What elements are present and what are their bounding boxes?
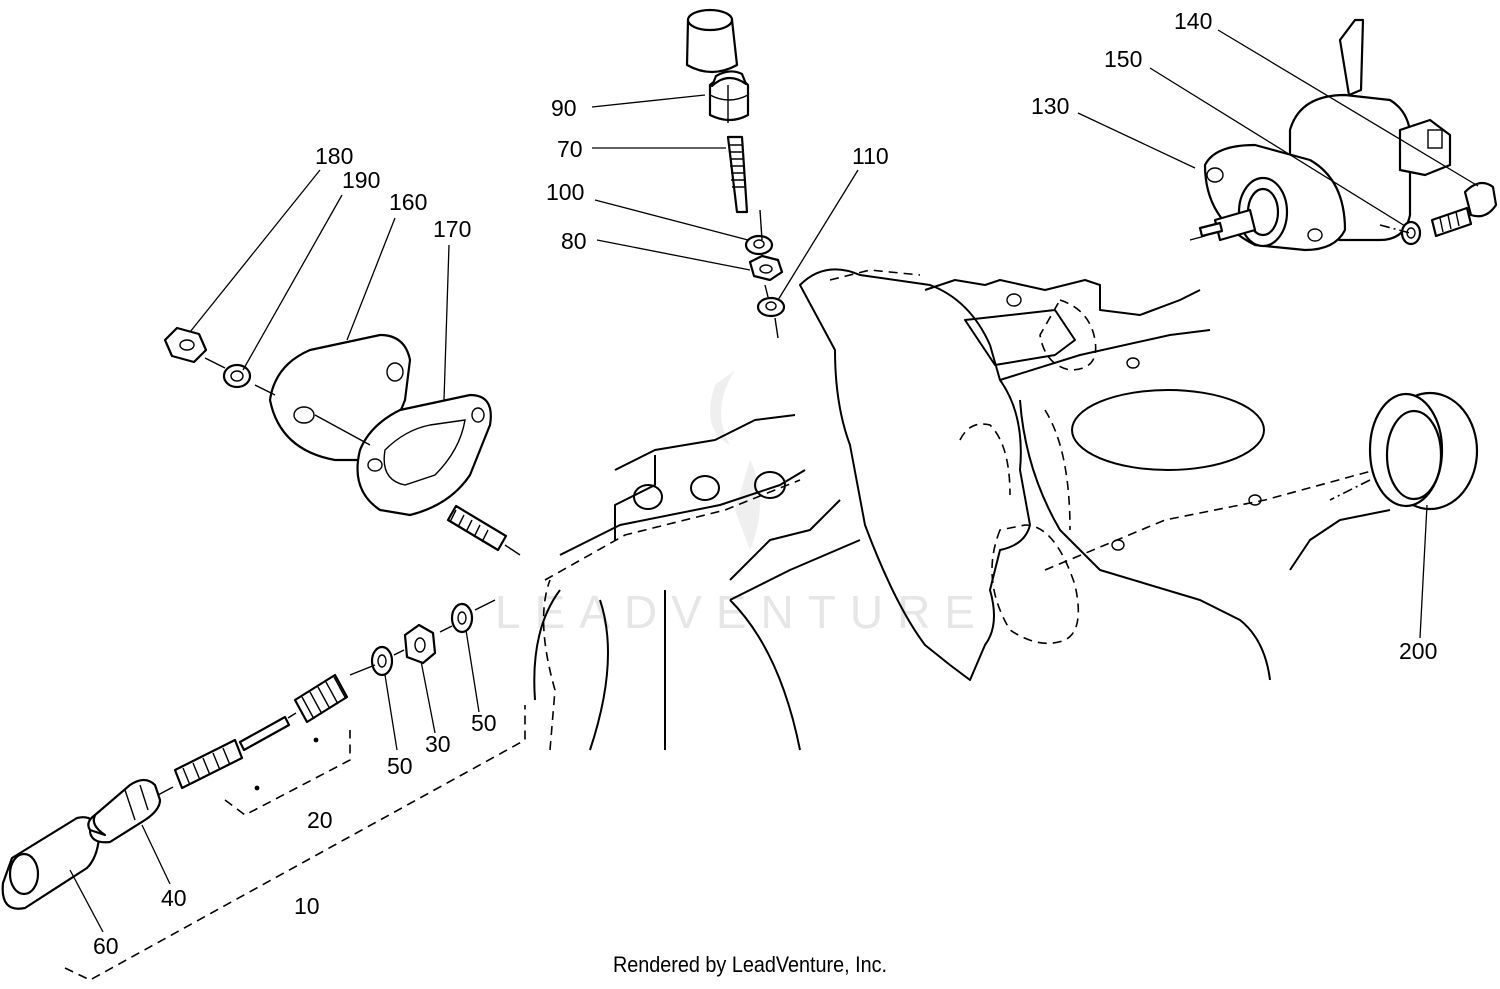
callout-30: 30 [425,731,451,757]
footer-credit: Rendered by LeadVenture, Inc. [612,952,888,977]
washer-190 [222,363,252,389]
callout-190: 190 [342,167,380,193]
callout-150: 150 [1104,46,1142,72]
callout-60: 60 [93,933,119,959]
callout-labels: 10 20 30 40 50 50 60 70 80 90 100 110 13… [93,8,1437,959]
bracket-20 [224,730,351,816]
callout-170: 170 [433,216,471,242]
bracket-10 [64,705,526,981]
callout-90: 90 [551,95,577,121]
callout-70: 70 [557,136,583,162]
callout-50-left: 50 [387,753,413,779]
callout-180: 180 [315,143,353,169]
callout-10: 10 [294,893,320,919]
callout-80: 80 [561,228,587,254]
callout-40: 40 [161,885,187,911]
callout-20: 20 [307,807,333,833]
callout-110: 110 [852,143,889,169]
washer-50a [370,645,394,677]
callout-100: 100 [546,179,584,205]
oil-seal-200 [1329,391,1479,511]
pipe-60-top [685,8,739,74]
nut-30 [403,623,437,665]
engine-housing [533,268,1391,751]
gasket-170 [356,393,492,517]
stud-70 [726,135,749,214]
washer-100 [744,234,774,256]
callout-130: 130 [1031,93,1069,119]
callout-140: 140 [1174,8,1212,34]
nut-40 [87,778,162,844]
bolt-140 [1430,181,1498,238]
callout-50-right: 50 [471,710,497,736]
nut-90 [708,70,750,123]
stud-bolt [446,504,521,556]
washer-110 [756,296,786,318]
stop-solenoid-130 [1189,18,1452,252]
callout-200: 200 [1399,638,1437,664]
nut-80 [748,254,784,282]
nut-180 [163,326,208,364]
leader-lines [69,29,1479,933]
cap-nut-60 [1,816,101,910]
screw-20 [157,673,349,796]
washer-50b [450,602,474,634]
callout-160: 160 [389,189,427,215]
